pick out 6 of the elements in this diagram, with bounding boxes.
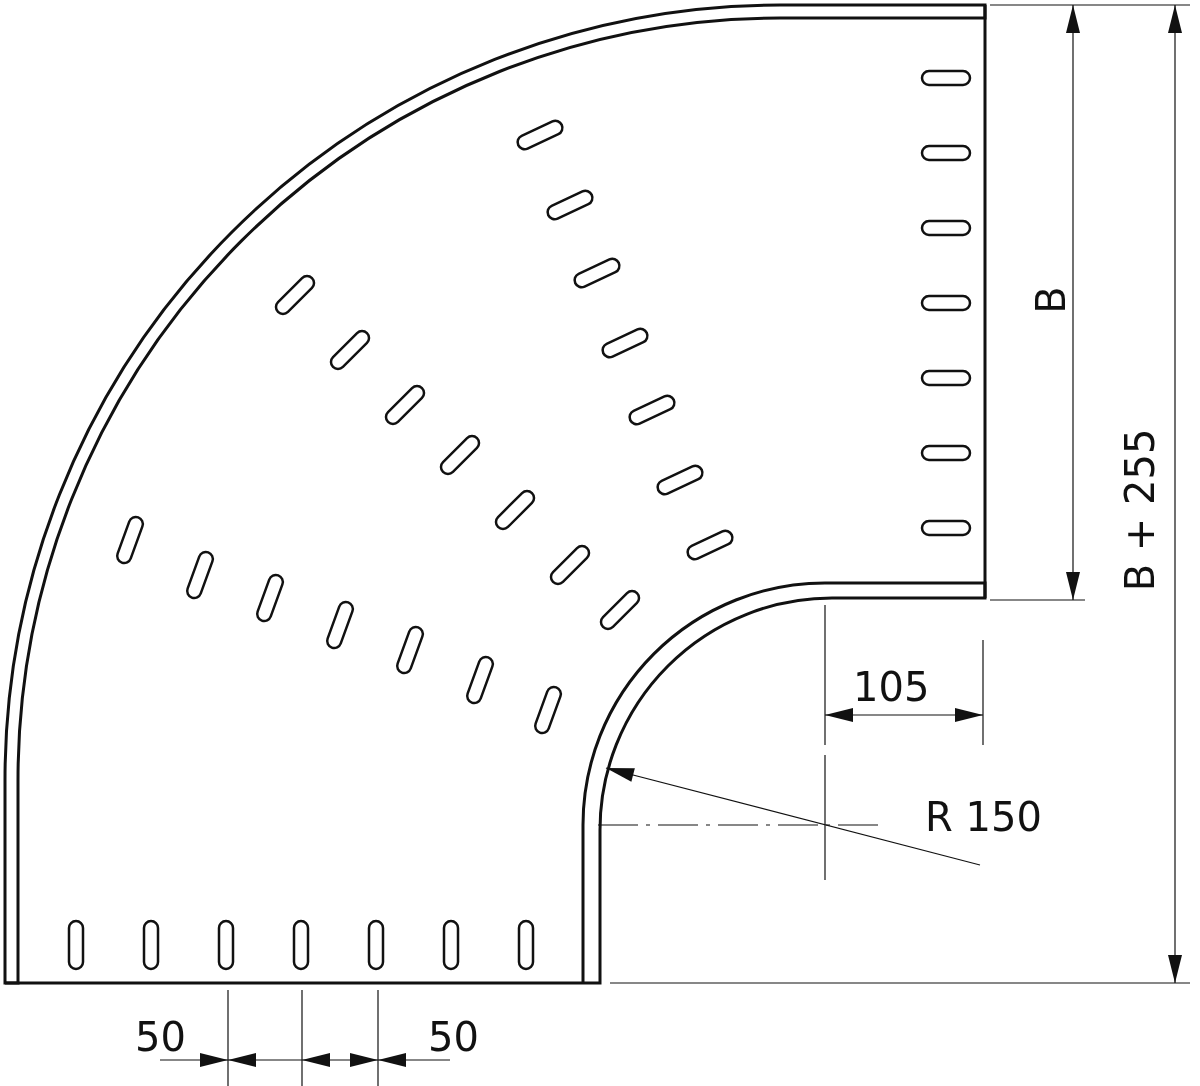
dimension-label: 105 (853, 667, 930, 707)
dimension-label: R 150 (925, 797, 1042, 837)
dimension-label: B (1030, 286, 1071, 314)
dimension-label: B + 255 (1119, 428, 1160, 592)
dimension-label: 50 (135, 1017, 186, 1057)
dimension-label: 50 (428, 1017, 479, 1057)
